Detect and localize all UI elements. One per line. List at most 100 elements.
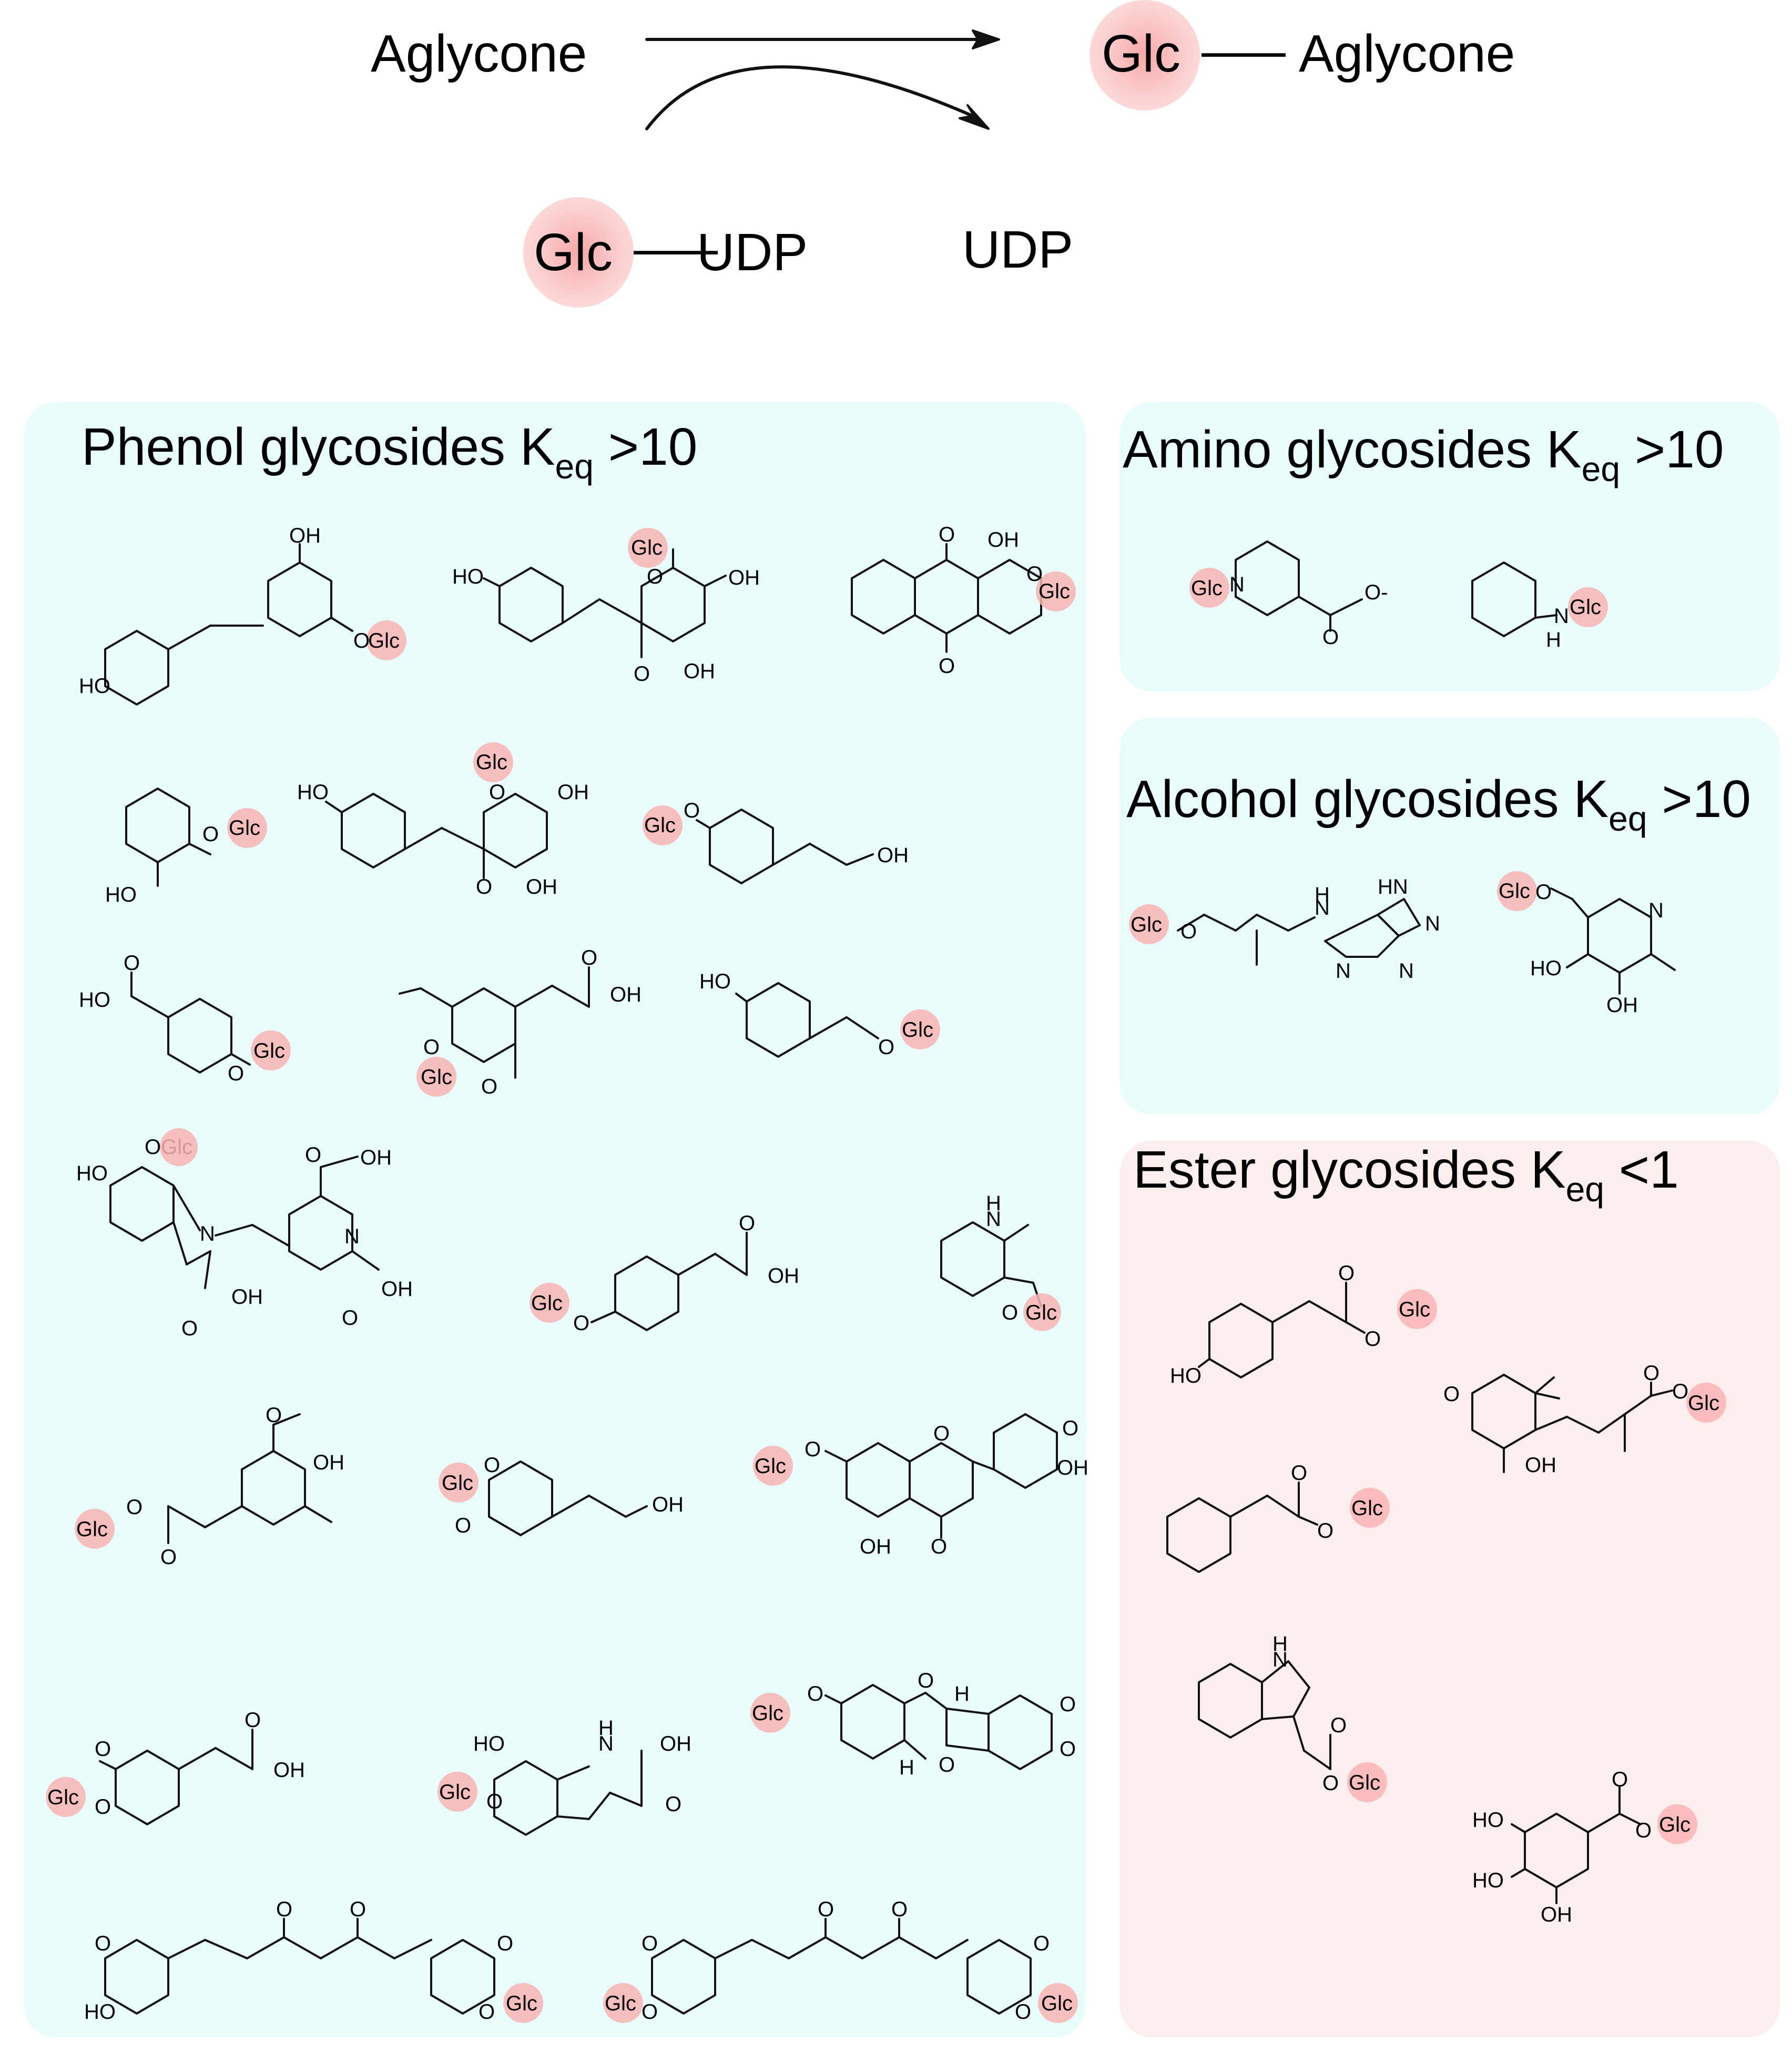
svg-text:O: O — [1635, 1819, 1652, 1842]
svg-text:N: N — [598, 1732, 614, 1755]
structure-sinapoyl-glucoside: Glc O O OH O — [75, 1404, 344, 1569]
svg-text:O: O — [939, 1753, 955, 1776]
svg-text:HO: HO — [1530, 957, 1562, 980]
svg-text:O: O — [1643, 1362, 1659, 1385]
svg-text:OH: OH — [360, 1146, 392, 1169]
svg-text:OH: OH — [1541, 1903, 1572, 1926]
svg-text:Glc: Glc — [1038, 580, 1070, 603]
svg-text:Glc: Glc — [631, 536, 663, 559]
svg-text:OH: OH — [313, 1451, 344, 1474]
structure-nicotinate-glucoside: Glc N O O- — [1189, 540, 1388, 649]
svg-text:N: N — [344, 1225, 360, 1248]
structure-galloyl-glucoside: HO HO OH O O Glc — [1472, 1768, 1697, 1926]
svg-text:O: O — [818, 1898, 834, 1921]
svg-text:O: O — [181, 1317, 198, 1340]
svg-text:O: O — [1672, 1380, 1688, 1403]
alcohol-panel-title: Alcohol glycosides Keq >10 — [1126, 770, 1751, 838]
structure-hydroxybenzoic-glucoside: O HO O Glc — [79, 952, 291, 1085]
svg-text:OH: OH — [652, 1493, 684, 1516]
svg-text:OH: OH — [1525, 1454, 1556, 1477]
svg-text:O: O — [276, 1898, 292, 1921]
svg-text:O: O — [126, 1496, 142, 1519]
svg-text:O-: O- — [1365, 581, 1388, 604]
svg-text:HO: HO — [79, 988, 110, 1011]
structure-coumaric-acid-glucoside: Glc O O OH — [530, 1212, 799, 1335]
svg-text:O: O — [891, 1898, 908, 1921]
svg-text:Glc: Glc — [1349, 1771, 1380, 1794]
svg-text:O: O — [1443, 1383, 1460, 1406]
svg-text:OH: OH — [728, 566, 760, 589]
svg-text:O: O — [807, 1682, 823, 1705]
structure-indoleacetyl-glucoside: H N O O Glc — [1198, 1632, 1387, 1802]
svg-text:O: O — [1612, 1768, 1628, 1791]
structure-curcumin-glucoside: O O O HO O O Glc — [84, 1898, 543, 2024]
svg-text:Glc: Glc — [47, 1786, 79, 1809]
svg-text:O: O — [481, 1075, 497, 1098]
svg-text:Glc: Glc — [421, 1066, 452, 1089]
svg-text:O: O — [642, 1932, 658, 1955]
svg-text:OH: OH — [526, 875, 557, 898]
svg-text:Glc: Glc — [1659, 1813, 1691, 1836]
svg-text:O: O — [939, 523, 955, 546]
svg-text:O: O — [350, 1898, 366, 1921]
svg-text:Glc: Glc — [1041, 1992, 1073, 2015]
svg-text:O: O — [455, 1514, 471, 1537]
product-sugar-label: Glc — [1102, 24, 1180, 83]
structure-tyrosol-glucoside: HO O Glc — [699, 970, 940, 1059]
svg-text:O: O — [573, 1312, 589, 1335]
svg-text:N: N — [1648, 899, 1664, 922]
amino-panel-title: Amino glycosides Keq >10 — [1123, 420, 1724, 488]
svg-text:O: O — [228, 1062, 244, 1085]
svg-text:O: O — [647, 565, 663, 588]
svg-text:OH: OH — [289, 524, 321, 547]
product-aglycone-label: Aglycone — [1299, 24, 1515, 83]
svg-text:H: H — [899, 1756, 914, 1779]
svg-text:O: O — [805, 1438, 821, 1461]
svg-text:HO: HO — [473, 1732, 505, 1755]
structure-coniferin: Glc O O OH — [439, 1454, 684, 1537]
product-glc-highlight — [1090, 0, 1200, 110]
structure-curcumin-diglucoside: O O O Glc O O O Glc — [603, 1898, 1078, 2024]
svg-text:Glc: Glc — [1570, 596, 1601, 619]
svg-text:O: O — [1060, 1693, 1076, 1716]
svg-text:O: O — [1002, 1301, 1018, 1324]
svg-text:O: O — [478, 2000, 495, 2024]
svg-text:O: O — [931, 1535, 947, 1558]
structure-coumaryl-alcohol-glucoside: Glc O OH — [643, 799, 909, 884]
svg-text:O: O — [739, 1212, 755, 1235]
svg-text:H: H — [986, 1192, 1001, 1215]
svg-text:O: O — [1330, 1714, 1347, 1737]
svg-text:H: H — [598, 1716, 614, 1740]
structure-abscisic-acid-glucoside: O OH O O Glc — [1443, 1362, 1726, 1477]
svg-text:H: H — [1272, 1632, 1288, 1656]
svg-text:O: O — [342, 1306, 358, 1330]
svg-text:HO: HO — [297, 781, 329, 804]
svg-text:O: O — [95, 1795, 111, 1818]
structure-coumaroyl-ester-glucoside: HO O O Glc — [1170, 1262, 1437, 1387]
alcohol-glycosides-panel — [1120, 718, 1780, 1115]
svg-text:OH: OH — [660, 1732, 691, 1755]
product-dash: — — [1202, 21, 1286, 80]
donor-glc-highlight — [523, 197, 634, 308]
svg-text:O: O — [353, 629, 370, 652]
svg-text:Glc: Glc — [902, 1018, 933, 1041]
donor-dash: — — [634, 219, 718, 278]
svg-text:OH: OH — [381, 1278, 413, 1301]
svg-text:O: O — [1317, 1519, 1333, 1542]
donor-sugar-label: Glc — [534, 223, 613, 282]
phenol-glycosides-panel — [24, 402, 1086, 2037]
structure-pterocarpan-glucoside: Glc O O H H O O O — [750, 1669, 1076, 1779]
svg-text:HO: HO — [1472, 1808, 1504, 1832]
svg-text:O: O — [1365, 1327, 1381, 1351]
svg-text:O: O — [489, 781, 505, 804]
structure-anthraquinone-glucoside: O OH O Glc O — [851, 523, 1076, 678]
svg-text:O: O — [305, 1143, 321, 1167]
structure-salicin: O Glc HO — [105, 788, 267, 906]
svg-text:N: N — [200, 1222, 215, 1245]
svg-text:OH: OH — [1606, 994, 1638, 1017]
structure-ferulic-acid-glucoside: Glc O O O OH — [46, 1709, 305, 1825]
amino-glycosides-panel — [1120, 402, 1780, 691]
svg-text:H: H — [954, 1682, 970, 1705]
svg-text:HO: HO — [1170, 1364, 1202, 1387]
structure-phloretin-glucoside: Glc O HO OH O OH — [452, 528, 760, 686]
